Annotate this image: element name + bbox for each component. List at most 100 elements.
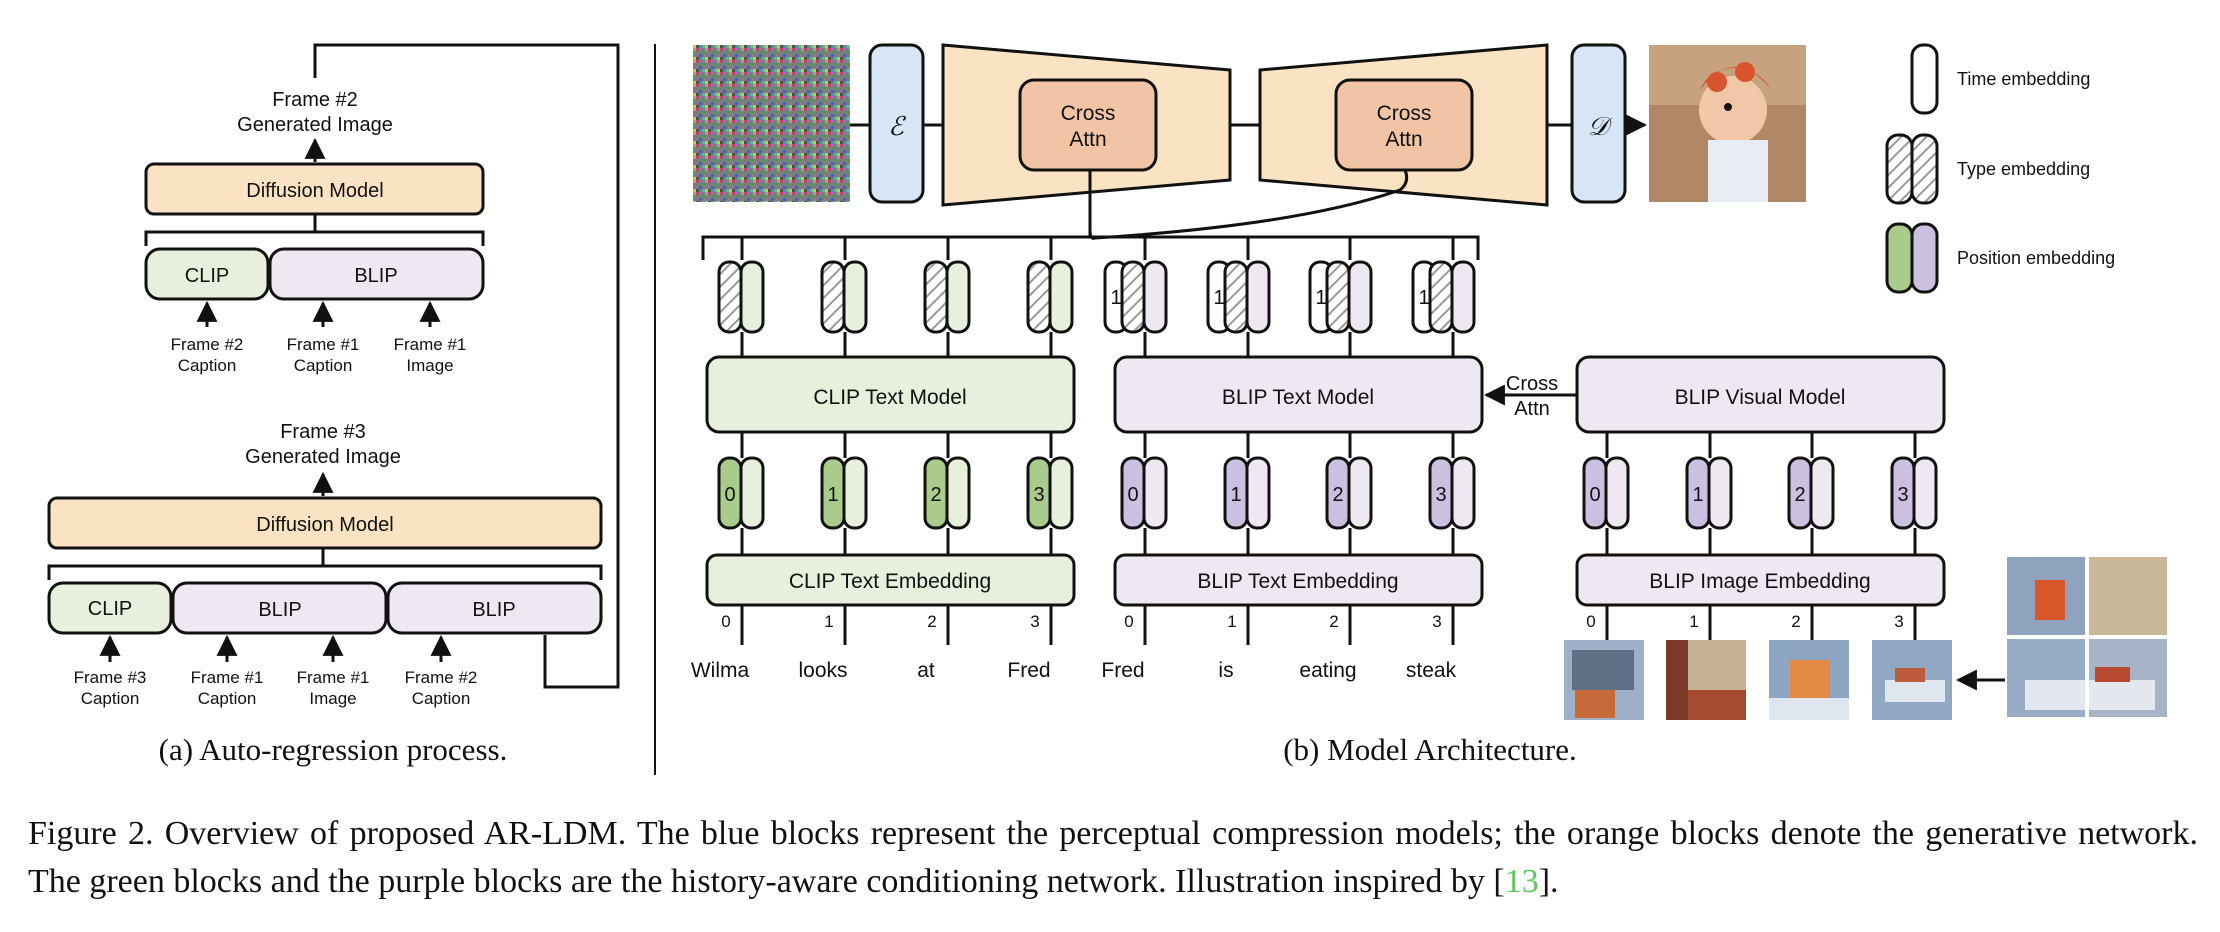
blipvis-input-index-2: 2 — [1791, 612, 1800, 631]
clip-time-embedding-b-0 — [739, 260, 765, 334]
cross-attn-2-line1: Cross — [1377, 102, 1432, 125]
bliptext-type-embedding-1 — [1223, 260, 1249, 334]
bliptext-input-index-2: 2 — [1329, 612, 1338, 631]
blip-visual-model-label: BLIP Visual Model — [1675, 386, 1846, 409]
panel-a — [47, 43, 620, 689]
bottom-input-0-line1: Frame #3 — [74, 668, 147, 687]
cross-attn-2-line2: Attn — [1385, 128, 1422, 151]
blipvis-embedding-slot-0 — [1604, 456, 1630, 530]
top-input-0-line2: Caption — [178, 356, 237, 375]
legend-position-label: Position embedding — [1957, 248, 2115, 268]
blip-text-model-box — [1113, 355, 1484, 434]
bottom-clip-label: CLIP — [88, 598, 132, 620]
bottom-input-2-line1: Frame #1 — [297, 668, 370, 687]
bliptext-type-embedding-3 — [1428, 260, 1454, 334]
clip-input-index-3: 3 — [1030, 612, 1039, 631]
bottom-blip-label-1: BLIP — [258, 599, 301, 621]
blipvis-input-index-1: 1 — [1689, 612, 1698, 631]
panel-a-subcaption: (a) Auto-regression process. — [159, 732, 508, 767]
blipvis-position-index-2: 2 — [1794, 484, 1805, 506]
ar-ldm-figure: Frame #2 Generated Image Diffusion Model… — [47, 43, 2167, 775]
clip-time-embedding-b-3 — [1048, 260, 1074, 334]
legend-type-swatch-a — [1885, 133, 1914, 205]
image-patches — [1564, 557, 2167, 720]
clip-time-embedding-b-1 — [842, 260, 868, 334]
cross-attn-box-1 — [1018, 78, 1158, 172]
bottom-diffusion-label: Diffusion Model — [256, 514, 393, 536]
cross-attn-1-line1: Cross — [1061, 102, 1116, 125]
bliptext-time-embedding-b-3 — [1450, 260, 1476, 334]
bliptext-embedding-slot-3 — [1450, 456, 1476, 530]
blip-text-embedding-label: BLIP Text Embedding — [1197, 570, 1398, 593]
clip-text-embedding-label: CLIP Text Embedding — [789, 570, 991, 593]
blipvis-position-index-1: 1 — [1692, 484, 1703, 506]
panel-b-model-text: CLIP Text Model BLIP Text Model BLIP Vis… — [789, 373, 1871, 593]
legend-position-swatch-a — [1885, 222, 1914, 294]
bliptext-embedding-slot-0 — [1142, 456, 1168, 530]
bottom-diffusion-model-box — [47, 496, 603, 550]
clip-input-index-2: 2 — [927, 612, 936, 631]
panel-b-top-pipeline — [693, 43, 1648, 260]
bottom-input-1-line1: Frame #1 — [191, 668, 264, 687]
blip-image-embedding-label: BLIP Image Embedding — [1649, 570, 1870, 593]
blip-image-embedding-box — [1575, 553, 1946, 607]
clip-position-index-2: 2 — [930, 484, 941, 506]
bottom-blip-box-1 — [171, 581, 388, 635]
bottom-output-line2: Generated Image — [245, 446, 401, 468]
legend-text: Time embedding Type embedding Position e… — [1957, 69, 2115, 268]
bottom-input-3-line1: Frame #2 — [405, 668, 478, 687]
bottom-input-2-line2: Image — [309, 689, 356, 708]
top-clip-box — [144, 247, 270, 301]
clip-embedding-slot-0 — [739, 456, 765, 530]
clip-text-model-box — [705, 355, 1076, 434]
source-image-grid — [2007, 557, 2167, 717]
top-output-line1: Frame #2 — [272, 89, 358, 111]
image-patch-0 — [1564, 640, 1644, 720]
bliptext-word-3: steak — [1406, 659, 1457, 682]
clip-embedding-slot-2 — [945, 456, 971, 530]
image-patch-2 — [1769, 640, 1849, 720]
bliptext-time-embedding-b-0 — [1142, 260, 1168, 334]
blipvis-position-index-0: 0 — [1589, 484, 1600, 506]
clip-position-index-1: 1 — [827, 484, 838, 506]
cross-attn-arrow-line1: Cross — [1506, 373, 1558, 395]
embedding-bracket — [701, 235, 1480, 260]
clip-position-index-0: 0 — [724, 484, 735, 506]
bottom-input-3-line2: Caption — [412, 689, 471, 708]
blipvis-input-index-3: 3 — [1894, 612, 1903, 631]
cross-attn-arrow-line2: Attn — [1514, 398, 1550, 420]
top-blip-box — [268, 247, 485, 301]
bliptext-type-embedding-0 — [1120, 260, 1146, 334]
image-patch-3 — [1872, 640, 1952, 720]
clip-type-embedding-2 — [923, 260, 949, 334]
bliptext-time-mark-1: 1 — [1213, 287, 1224, 309]
top-output-line2: Generated Image — [237, 114, 393, 136]
top-input-2-line2: Image — [406, 356, 453, 375]
legend-position-swatch-b — [1910, 222, 1939, 294]
top-input-2-line1: Frame #1 — [394, 335, 467, 354]
clip-word-2: at — [917, 659, 935, 682]
top-clip-label: CLIP — [185, 265, 229, 287]
bliptext-time-mark-0: 1 — [1110, 287, 1121, 309]
clip-type-embedding-1 — [820, 260, 846, 334]
blipvis-embedding-slot-2 — [1809, 456, 1835, 530]
clip-word-3: Fred — [1007, 659, 1050, 682]
blipvis-input-index-0: 0 — [1586, 612, 1595, 631]
bliptext-position-index-3: 3 — [1435, 484, 1446, 506]
cross-attn-1-line2: Attn — [1069, 128, 1106, 151]
top-bracket — [144, 214, 485, 246]
clip-embedding-slot-1 — [842, 456, 868, 530]
citation-link[interactable]: 13 — [1504, 863, 1539, 900]
panel-b-subcaption: (b) Model Architecture. — [1283, 732, 1577, 767]
image-patch-1 — [1666, 640, 1746, 720]
token-inputs: 0Wilma1looks2at3Fred0Fred1is2eating3stea… — [691, 605, 1917, 682]
legend-time-label: Time embedding — [1957, 69, 2090, 89]
bliptext-input-index-1: 1 — [1227, 612, 1236, 631]
clip-input-index-0: 0 — [721, 612, 730, 631]
panel-a-text: Frame #2 Generated Image Diffusion Model… — [74, 89, 516, 767]
top-input-1-line1: Frame #1 — [287, 335, 360, 354]
blip-text-embedding-box — [1113, 553, 1484, 607]
legend-type-swatch-b — [1910, 133, 1939, 205]
bliptext-embedding-slot-1 — [1245, 456, 1271, 530]
